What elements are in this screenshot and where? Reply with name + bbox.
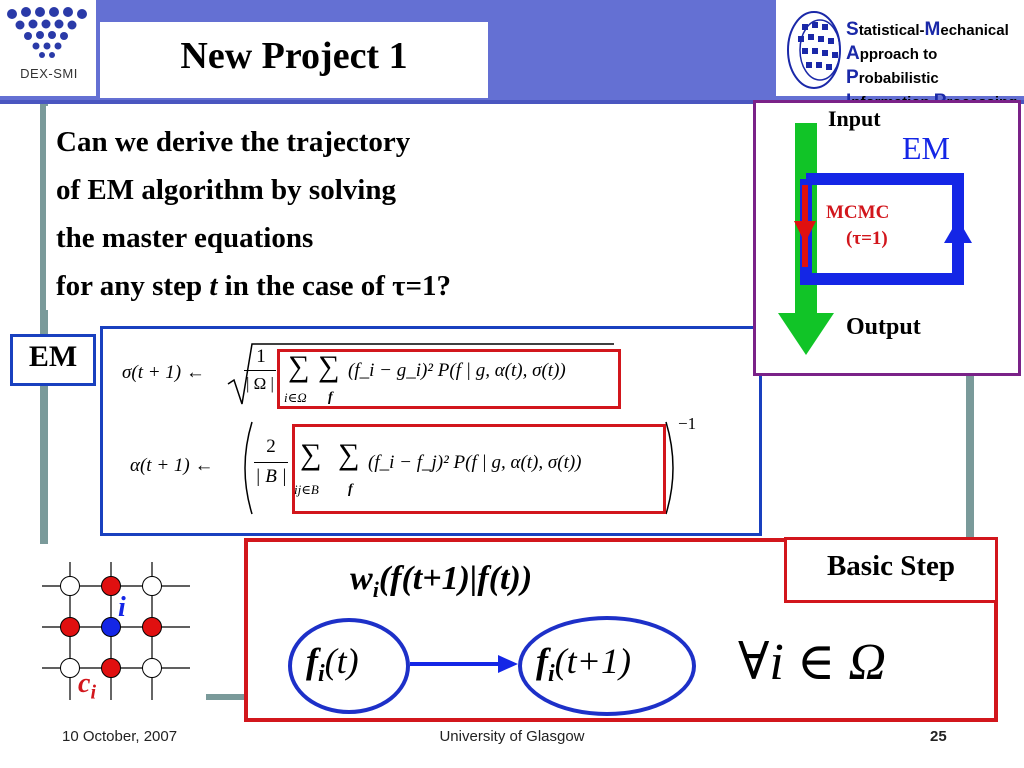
alpha-fraction-bar xyxy=(254,462,288,463)
alpha-sum-1-sub: ij∈B xyxy=(294,482,319,497)
sigma-sum-2: ∑ xyxy=(318,350,340,383)
header-stripe xyxy=(0,100,1024,104)
basic-step-label-box xyxy=(784,537,998,603)
right-grey-bar xyxy=(966,376,974,546)
question-box xyxy=(46,106,576,310)
page-title: New Project 1 xyxy=(180,35,408,77)
alpha-sum-2: ∑ xyxy=(338,438,360,471)
alpha-fraction-denominator: | B | xyxy=(255,466,287,487)
question-line-1: Can we derive the trajectory xyxy=(56,126,411,158)
em-update-panel xyxy=(100,326,762,536)
alpha-red-box xyxy=(292,424,666,514)
current-state-ellipse xyxy=(288,618,410,714)
smapip-logo xyxy=(776,0,1024,96)
smapip-line-1: Statistical-Mechanical xyxy=(846,19,1009,40)
bottom-grey-bar xyxy=(206,694,246,700)
diagram-input-label: Input xyxy=(828,106,881,131)
sigma-sum-1-sub: i∈Ω xyxy=(284,390,307,405)
smapip-logo-icon xyxy=(787,11,841,89)
alpha-sum-1: ∑ xyxy=(300,438,322,471)
footer-institution: University of Glasgow xyxy=(439,728,585,745)
alpha-lhs: α(t + 1) ← xyxy=(130,455,214,476)
sigma-sum-1: ∑ xyxy=(288,350,310,383)
question-line-4: for any step t in the case of τ=1? xyxy=(56,270,452,302)
sigma-fraction-bar xyxy=(244,370,276,371)
sqrt-icon xyxy=(227,343,614,405)
question-line-3: the master equations xyxy=(56,222,314,254)
diagram-tau-label: (τ=1) xyxy=(846,228,888,249)
diagram-mcmc-label: MCMC xyxy=(826,202,890,223)
alpha-sum-2-sub: f xyxy=(348,482,353,497)
transition-probability: wi(f(t+1)|f(t)) xyxy=(350,560,533,602)
sigma-red-box xyxy=(277,349,621,409)
alpha-fraction-numerator: 2 xyxy=(266,436,276,457)
current-state: fi(t) xyxy=(306,641,359,688)
alpha-exponent: −1 xyxy=(678,414,697,433)
sigma-fraction-denominator: | Ω | xyxy=(246,374,274,393)
sigma-body: (f_i − g_i)² P(f | g, α(t), σ(t)) xyxy=(348,360,566,381)
diagram-output-label: Output xyxy=(846,314,921,340)
sigma-fraction-numerator: 1 xyxy=(256,346,266,367)
dots-logo-icon xyxy=(7,7,87,58)
forall-expression: ∀i ∈ Ω xyxy=(738,634,886,691)
lattice-icon xyxy=(42,562,190,700)
alpha-body: (f_i − f_j)² P(f | g, α(t), σ(t)) xyxy=(368,452,582,473)
title-box xyxy=(100,22,488,98)
paren-icon xyxy=(244,421,674,515)
basic-step-label: Basic Step xyxy=(826,550,956,582)
lattice-label-i: i xyxy=(118,592,126,623)
next-state: fi(t+1) xyxy=(536,641,631,688)
dex-smi-logo xyxy=(0,0,96,96)
page-number: 25 xyxy=(930,728,947,745)
lattice-label-c: ci xyxy=(78,668,96,704)
left-grey-bar xyxy=(40,104,48,544)
footer-date: 10 October, 2007 xyxy=(62,728,178,745)
smapip-line-2: Approach to Probabilistic xyxy=(846,43,939,88)
em-flow-arrows-icon xyxy=(778,123,972,355)
next-state-ellipse xyxy=(518,616,696,716)
em-label-box xyxy=(10,334,96,386)
question-text: Can we derive the trajectory of EM algor… xyxy=(56,118,451,310)
sigma-sum-2-sub: f xyxy=(328,390,333,405)
sigma-lhs: σ(t + 1) ← xyxy=(122,362,205,383)
dex-smi-logo-text: DEX-SMI xyxy=(20,66,78,81)
em-label: EM xyxy=(28,340,78,373)
question-line-2: of EM algorithm by solving xyxy=(56,174,396,206)
diagram-em-label: EM xyxy=(902,130,950,166)
arrow-right-icon xyxy=(410,655,518,673)
